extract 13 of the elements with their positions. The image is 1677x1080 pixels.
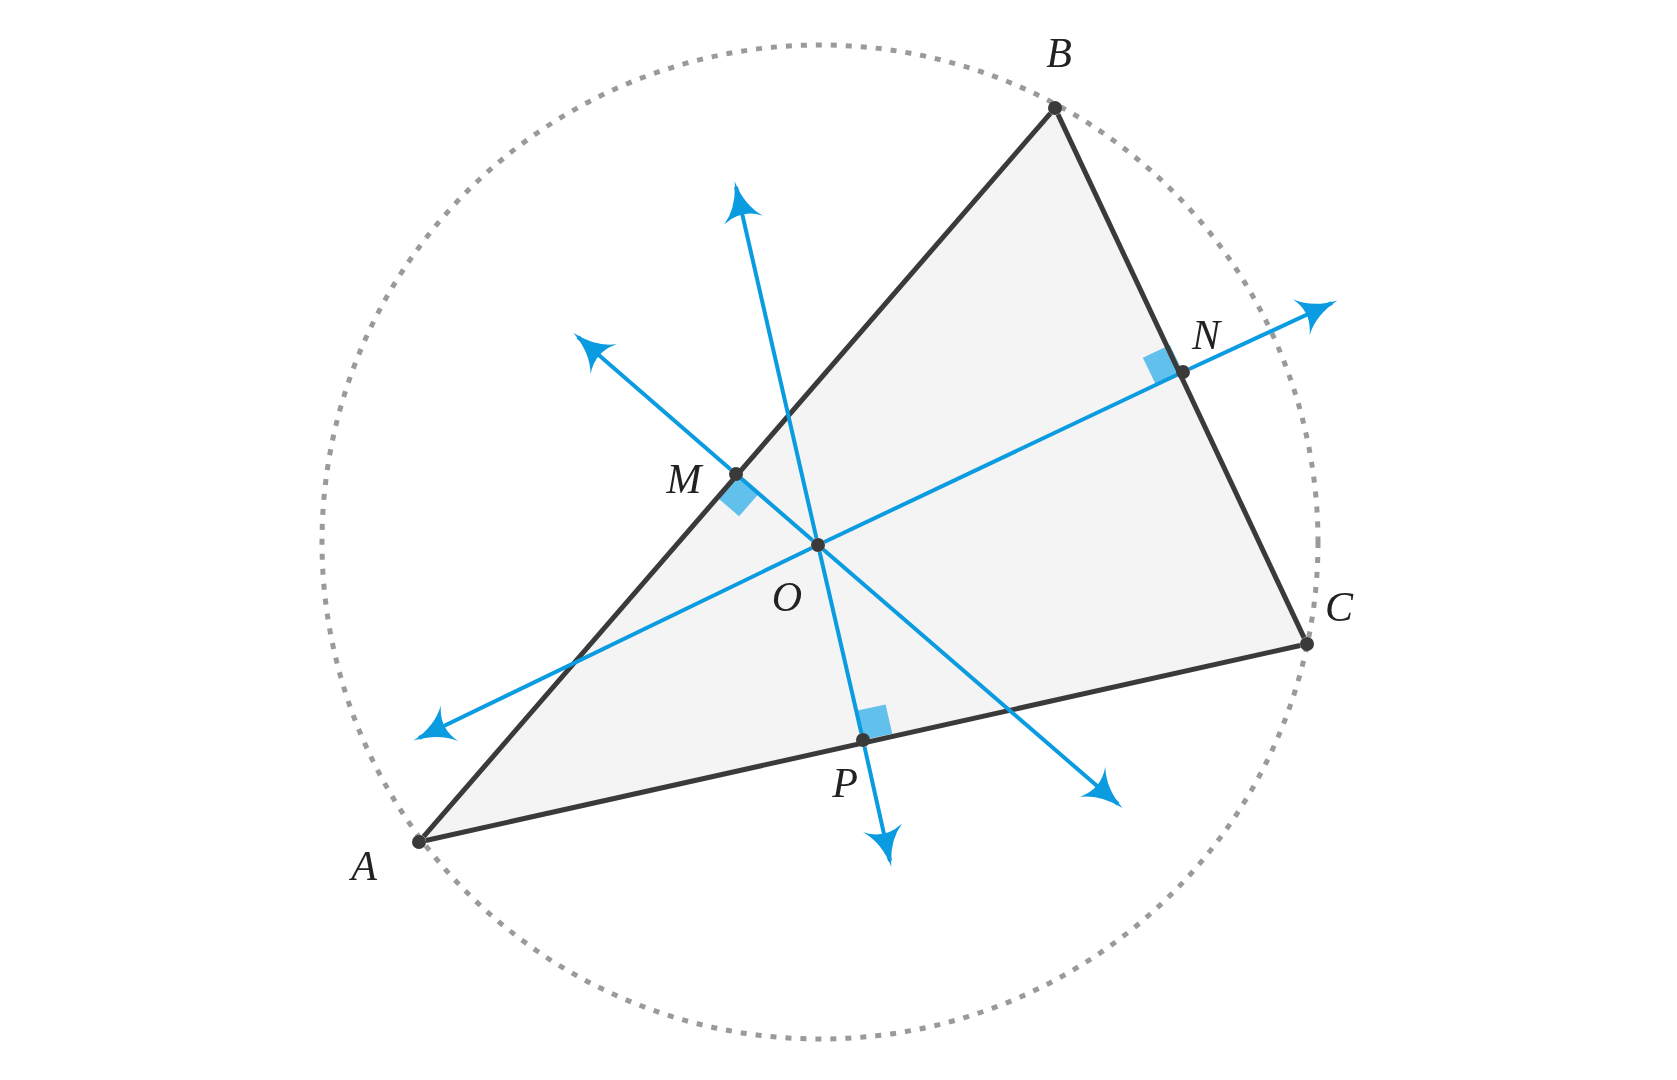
- point-label: A: [348, 843, 378, 889]
- point-label: B: [1045, 30, 1073, 76]
- bisector-line: [817, 551, 864, 734]
- point-label: P: [831, 760, 859, 806]
- point-label: N: [1190, 312, 1223, 358]
- triangle-side: [421, 111, 1053, 839]
- point-label: M: [665, 456, 704, 502]
- bisector-line: [740, 477, 814, 542]
- triangle-side: [1055, 113, 1307, 639]
- point-label: O: [770, 574, 804, 620]
- triangle-side: [425, 643, 1301, 843]
- point-label: C: [1324, 584, 1355, 630]
- bisector-line: [823, 373, 1178, 544]
